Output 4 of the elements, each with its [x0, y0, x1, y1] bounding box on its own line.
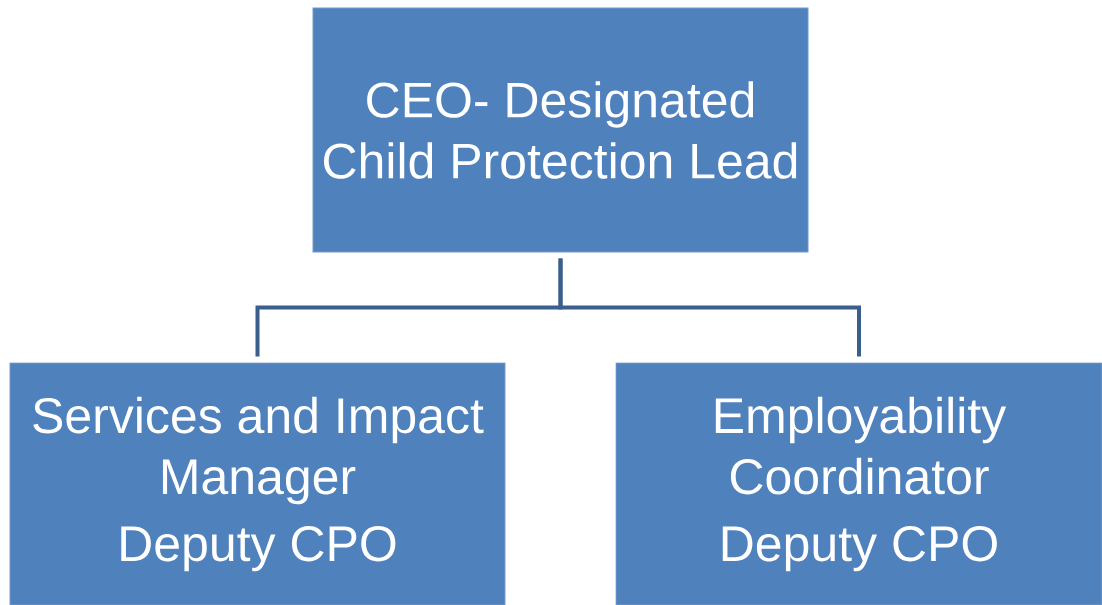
position-box: Services and Impact Manager Deputy CPO [9, 362, 506, 605]
position-box: CEO- Designated Child Protection Lead [312, 7, 809, 253]
position-box: Employability Coordinator Deputy CPO [615, 362, 1102, 605]
connector-line [558, 258, 861, 357]
